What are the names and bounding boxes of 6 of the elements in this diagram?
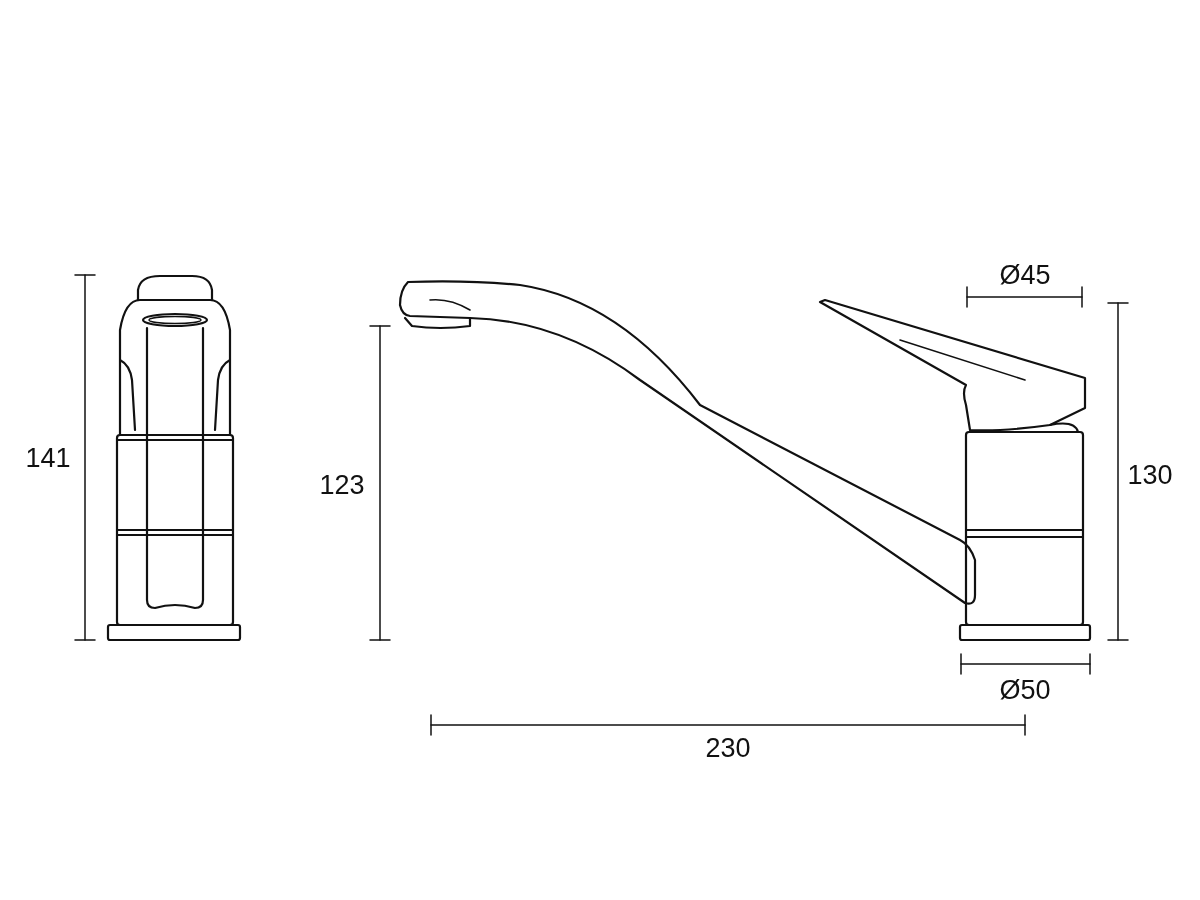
- dimension-label: 230: [705, 734, 751, 762]
- dimension-label: Ø50: [999, 676, 1051, 704]
- dimension-label: Ø45: [999, 261, 1051, 289]
- dimension-label: 123: [319, 471, 365, 499]
- dimension-label: 141: [25, 444, 71, 472]
- dimension-label: 130: [1127, 461, 1173, 489]
